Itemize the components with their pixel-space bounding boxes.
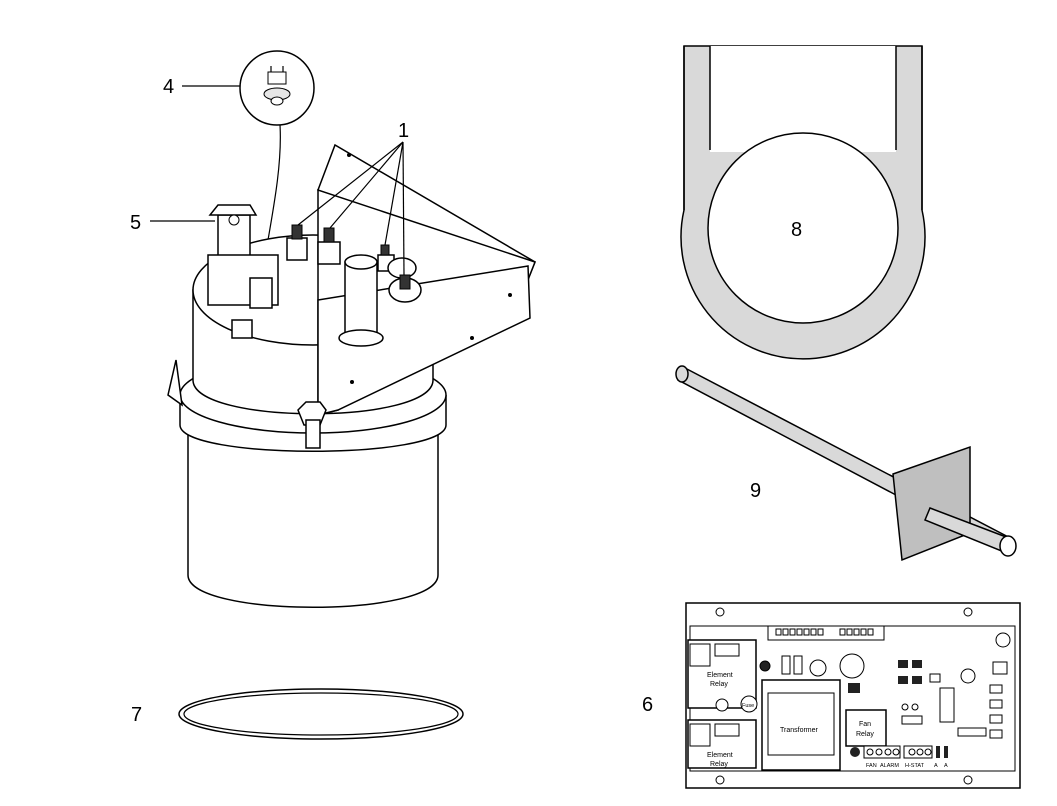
callout-1: 1 — [398, 120, 409, 142]
fill-valve — [207, 204, 279, 339]
terminal-alarm-label: ALARM — [880, 763, 899, 769]
transformer-label: Transformer — [780, 727, 819, 734]
electrodes — [286, 224, 422, 303]
leader-1c — [384, 141, 404, 246]
callout-6: 6 — [642, 694, 653, 716]
fan-relay-label: Fan — [859, 721, 871, 728]
gasket-oring — [178, 688, 464, 740]
fan-relay — [845, 709, 887, 747]
callout-9: 9 — [750, 480, 761, 502]
steam-hose — [680, 45, 926, 360]
callout-7: 7 — [131, 704, 142, 726]
callout-8: 8 — [791, 219, 802, 241]
terminal-fan-label: FAN — [866, 763, 877, 769]
terminal-a1-label: A — [934, 763, 938, 769]
element-relay-2-label-2: Relay — [710, 761, 728, 768]
callout-5: 5 — [130, 212, 141, 234]
steam-distributor — [675, 365, 1017, 562]
terminal-a2-label: A — [944, 763, 948, 769]
element-relay-1-label-2: Relay — [710, 681, 728, 688]
thermostat-detail — [239, 50, 315, 241]
control-board: Element Relay Element Relay Fuse Transfo… — [685, 602, 1021, 789]
element-relay-1-label: Element — [707, 672, 733, 679]
fuse-label: Fuse — [742, 703, 754, 709]
callout-4: 4 — [163, 76, 174, 98]
steam-cylinder-assembly — [167, 143, 536, 608]
element-relay-2-label: Element — [707, 752, 733, 759]
terminal-hstat-label: H-STAT — [905, 763, 925, 769]
leader-1d — [402, 141, 405, 276]
fan-relay-label-2: Relay — [856, 731, 874, 738]
leader-1a — [297, 141, 404, 226]
leader-1b — [329, 141, 404, 229]
